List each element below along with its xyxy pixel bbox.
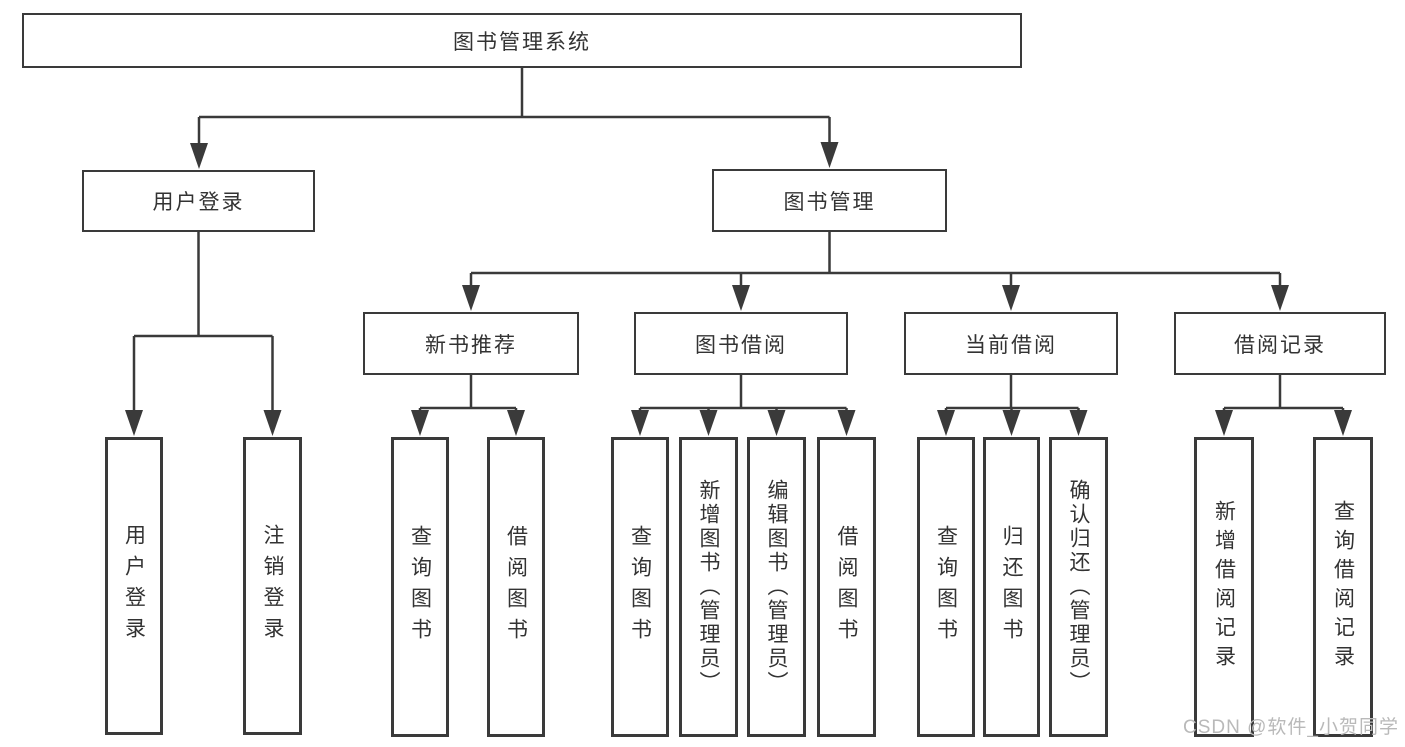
leaf-label: 查询图书: [628, 525, 652, 649]
node-book-management: 图书管理: [712, 169, 947, 232]
leaf-label: 编辑图书（管理员）: [765, 479, 788, 695]
leaf-borrow-edit-books-admin: 编辑图书（管理员）: [747, 437, 806, 737]
leaf-label: 新增借阅记录: [1212, 500, 1236, 674]
node-book-borrow: 图书借阅: [634, 312, 848, 375]
leaf-newrec-query-books: 查询图书: [391, 437, 449, 737]
leaf-user-login: 用户登录: [105, 437, 163, 735]
leaf-label: 查询图书: [934, 525, 958, 649]
leaf-label: 归还图书: [1000, 525, 1023, 649]
leaf-label: 注销登录: [261, 524, 284, 648]
leaf-label: 借阅图书: [504, 525, 528, 649]
leaf-newrec-borrow-books: 借阅图书: [487, 437, 545, 737]
node-root-system: 图书管理系统: [22, 13, 1022, 68]
node-new-book-recommend: 新书推荐: [363, 312, 579, 375]
watermark: CSDN @软件_小贺同学: [1183, 717, 1399, 738]
node-borrow-record: 借阅记录: [1174, 312, 1386, 375]
leaf-label: 查询图书: [408, 525, 432, 649]
leaf-label: 确认归还（管理员）: [1067, 479, 1090, 695]
node-user-login: 用户登录: [82, 170, 315, 232]
leaf-record-query-borrow-record: 查询借阅记录: [1313, 437, 1373, 737]
leaf-record-add-borrow-record: 新增借阅记录: [1194, 437, 1254, 737]
node-current-borrow: 当前借阅: [904, 312, 1118, 375]
leaf-label: 借阅图书: [835, 525, 858, 649]
leaf-label: 新增图书（管理员）: [697, 479, 720, 695]
leaf-current-query-books: 查询图书: [917, 437, 975, 737]
leaf-borrow-borrow-books: 借阅图书: [817, 437, 876, 737]
leaf-current-confirm-return-admin: 确认归还（管理员）: [1049, 437, 1108, 737]
leaf-borrow-query-books: 查询图书: [611, 437, 669, 737]
leaf-logout: 注销登录: [243, 437, 302, 735]
leaf-borrow-add-books-admin: 新增图书（管理员）: [679, 437, 738, 737]
leaf-label: 查询借阅记录: [1331, 500, 1355, 674]
leaf-current-return-books: 归还图书: [983, 437, 1040, 737]
leaf-label: 用户登录: [122, 524, 146, 648]
